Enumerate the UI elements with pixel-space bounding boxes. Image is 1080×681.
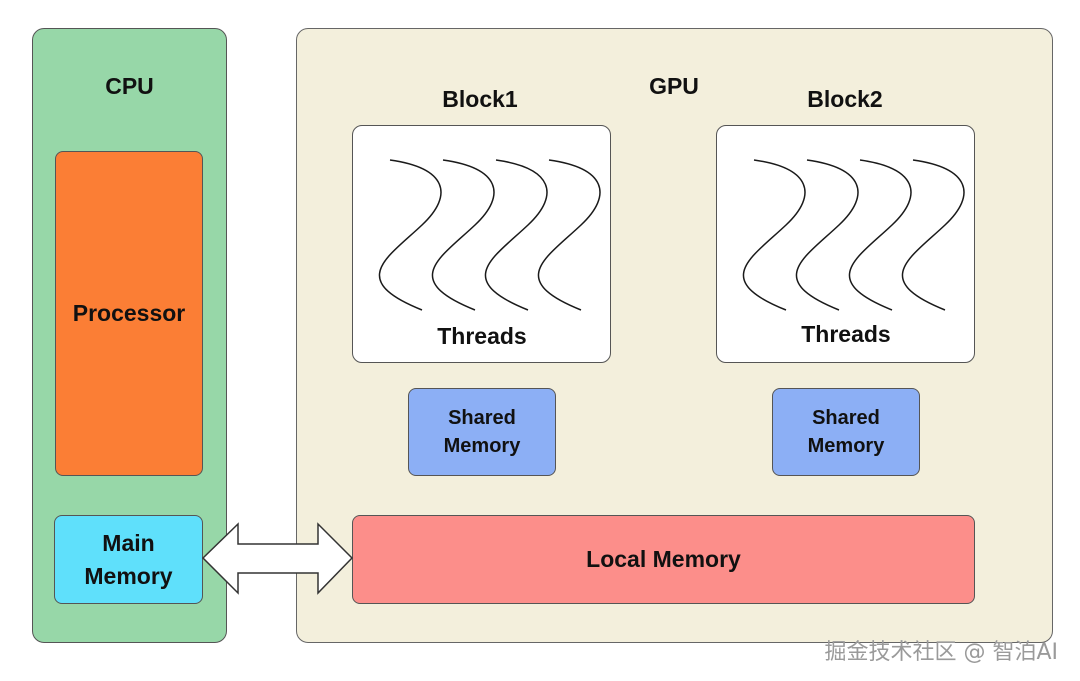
block1-box [352,125,611,363]
block2-threads-waves [742,159,965,311]
block1-title: Block1 [442,86,518,112]
shared-memory-box-2: Shared Memory [772,388,920,476]
block1-threads-waves [378,159,601,311]
gpu-title: GPU [649,73,699,99]
block2-title: Block2 [807,86,883,112]
thread-wave-icon [378,159,442,311]
processor-label: Processor [72,300,186,327]
main-memory-label-line1: Main [102,530,155,557]
thread-wave-icon [431,159,495,311]
processor-box: Processor [55,151,203,476]
shared-memory-2-line1: Shared [812,407,880,429]
shared-memory-1-line2: Memory [443,435,521,457]
double-arrow-icon [201,522,354,595]
shared-memory-2-line2: Memory [807,435,885,457]
local-memory-box: Local Memory [352,515,975,604]
block2-threads-label: Threads [801,321,891,347]
shared-memory-1-line1: Shared [448,407,516,429]
block2-box [716,125,975,363]
thread-wave-icon [537,159,601,311]
thread-wave-icon [848,159,912,311]
main-memory-label-line2: Memory [84,562,173,589]
main-memory-box: Main Memory [54,515,203,604]
cpu-title: CPU [105,73,154,99]
thread-wave-icon [742,159,806,311]
block1-threads-label: Threads [437,323,527,349]
local-memory-label: Local Memory [586,546,741,573]
watermark: 掘金技术社区 @ 智泊AI [824,640,1058,665]
shared-memory-box-1: Shared Memory [408,388,556,476]
thread-wave-icon [484,159,548,311]
thread-wave-icon [795,159,859,311]
thread-wave-icon [901,159,965,311]
